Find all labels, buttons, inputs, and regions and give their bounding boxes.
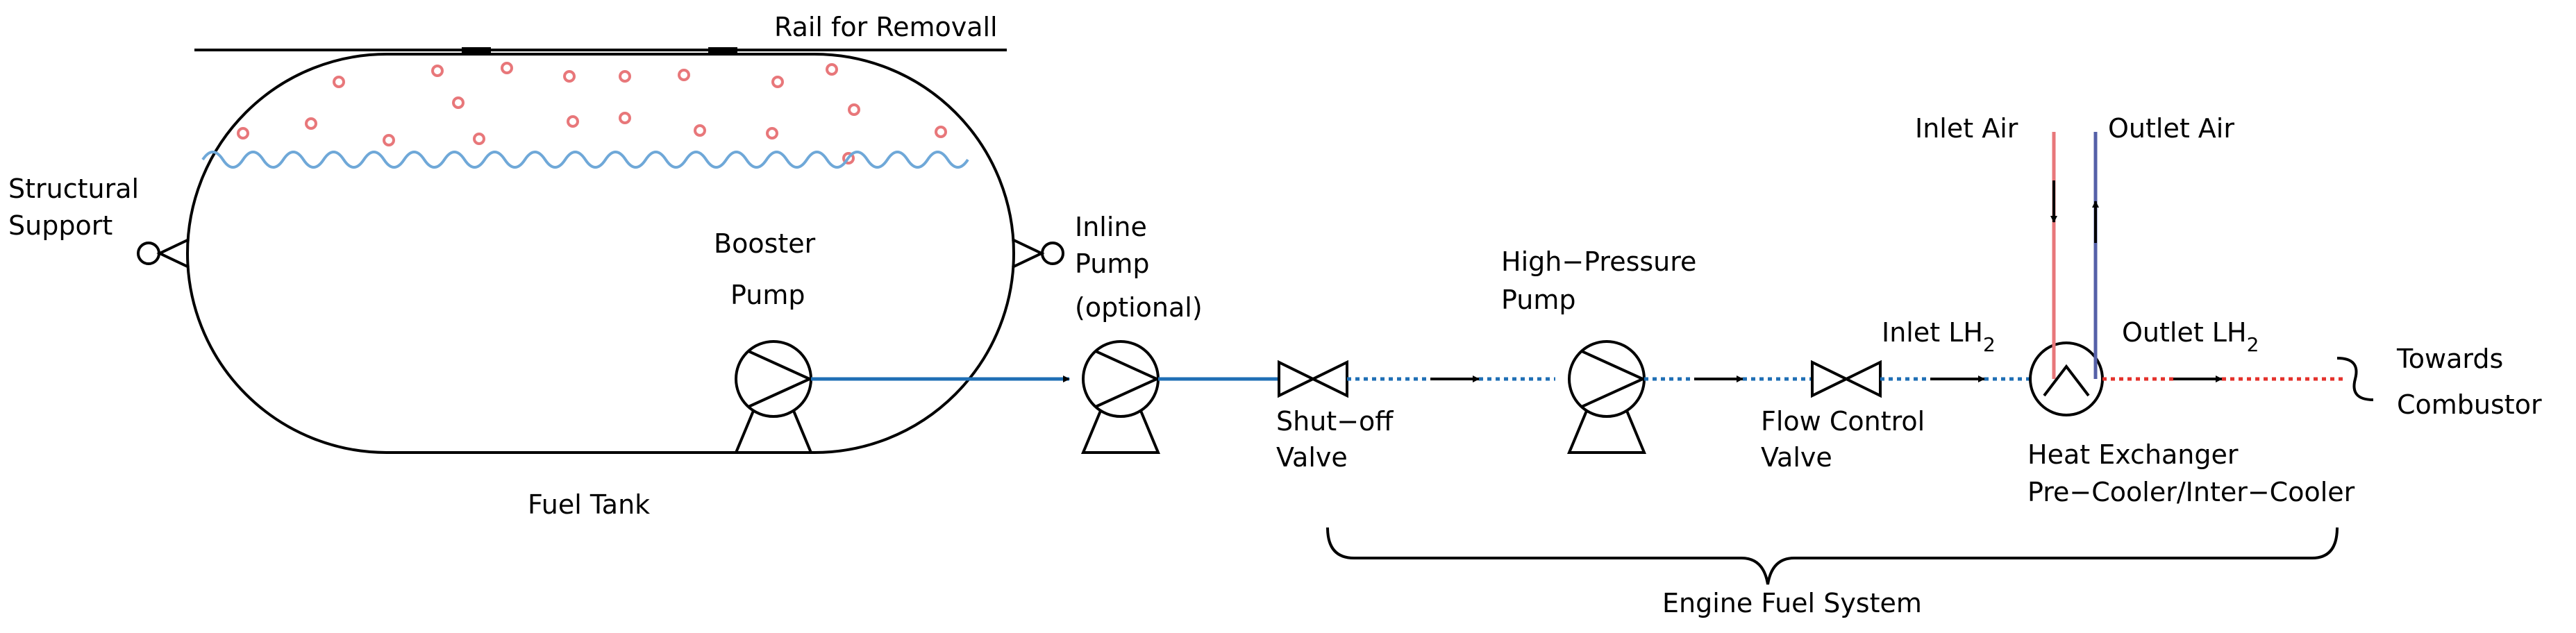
vapour-bubble — [678, 69, 690, 81]
liquid-surface — [201, 151, 969, 169]
shutoff-valve-label-1: Shut−off — [1276, 406, 1394, 437]
flow-valve-label-2: Valve — [1761, 442, 1832, 473]
vapour-bubble — [567, 115, 579, 128]
flow-control-valve — [1811, 360, 1882, 398]
flow-valve-label-1: Flow Control — [1761, 406, 1925, 437]
vapour-bubble — [237, 127, 249, 140]
inlet-air-label: Inlet Air — [1915, 113, 2018, 144]
structural-support-right — [1012, 238, 1064, 269]
structural-support-left — [137, 238, 190, 269]
structural-support-label-1: Structural — [8, 174, 139, 204]
removal-rail — [194, 47, 1007, 54]
outlet-air-label: Outlet Air — [2108, 113, 2234, 144]
vapour-bubble — [848, 103, 860, 116]
vapour-bubble — [333, 76, 345, 88]
inlet-lh2-label: Inlet LH2 — [1882, 317, 1996, 356]
vapour-bubble — [694, 124, 706, 137]
liquid-bubbles — [237, 62, 947, 164]
towards-label-2: Combustor — [2397, 389, 2542, 420]
vapour-bubble — [619, 112, 631, 124]
booster-pump — [734, 340, 813, 454]
hp-pump-label-1: High−Pressure — [1501, 246, 1696, 277]
vapour-bubble — [826, 63, 838, 76]
vapour-bubble — [473, 133, 485, 145]
vapour-bubble — [935, 126, 947, 138]
vapour-bubble — [305, 117, 317, 130]
fuel-tank — [186, 53, 1015, 454]
inline-pump-label-1: Inline — [1075, 212, 1147, 242]
rail-label: Rail for Removall — [774, 12, 998, 42]
vapour-bubble — [771, 76, 784, 88]
heat-exchanger-label-2: Pre−Cooler/Inter−Cooler — [2027, 477, 2355, 507]
booster-pump-label-1: Booster — [714, 228, 816, 259]
towards-label-1: Towards — [2396, 344, 2503, 374]
shutoff-valve — [1278, 360, 1348, 398]
inline-pump-label-3: (optional) — [1075, 292, 1203, 323]
vapour-bubble — [766, 127, 778, 140]
vapour-bubble — [501, 62, 513, 74]
fuel-tank-label: Fuel Tank — [528, 489, 650, 520]
hp-pump-label-2: Pump — [1501, 285, 1575, 315]
vapour-bubble — [619, 70, 631, 83]
booster-pump-label-2: Pump — [730, 280, 805, 310]
break-mark — [2336, 357, 2374, 401]
engine-fuel-system-brace — [1326, 527, 2339, 585]
high-pressure-pump — [1567, 340, 1646, 454]
vapour-bubble — [842, 152, 855, 164]
inline-pump — [1081, 340, 1160, 454]
heat-exchanger — [2029, 132, 2104, 416]
inline-pump-label-2: Pump — [1075, 248, 1149, 279]
vapour-bubble — [431, 65, 444, 77]
outlet-lh2-label: Outlet LH2 — [2122, 317, 2259, 356]
vapour-bubble — [383, 134, 395, 146]
vapour-bubble — [563, 70, 576, 83]
vapour-bubble — [452, 96, 465, 109]
shutoff-valve-label-2: Valve — [1276, 442, 1348, 473]
heat-exchanger-label-1: Heat Exchanger — [2027, 439, 2239, 470]
engine-fuel-system-label: Engine Fuel System — [1662, 588, 1922, 618]
structural-support-label-2: Support — [8, 210, 112, 241]
